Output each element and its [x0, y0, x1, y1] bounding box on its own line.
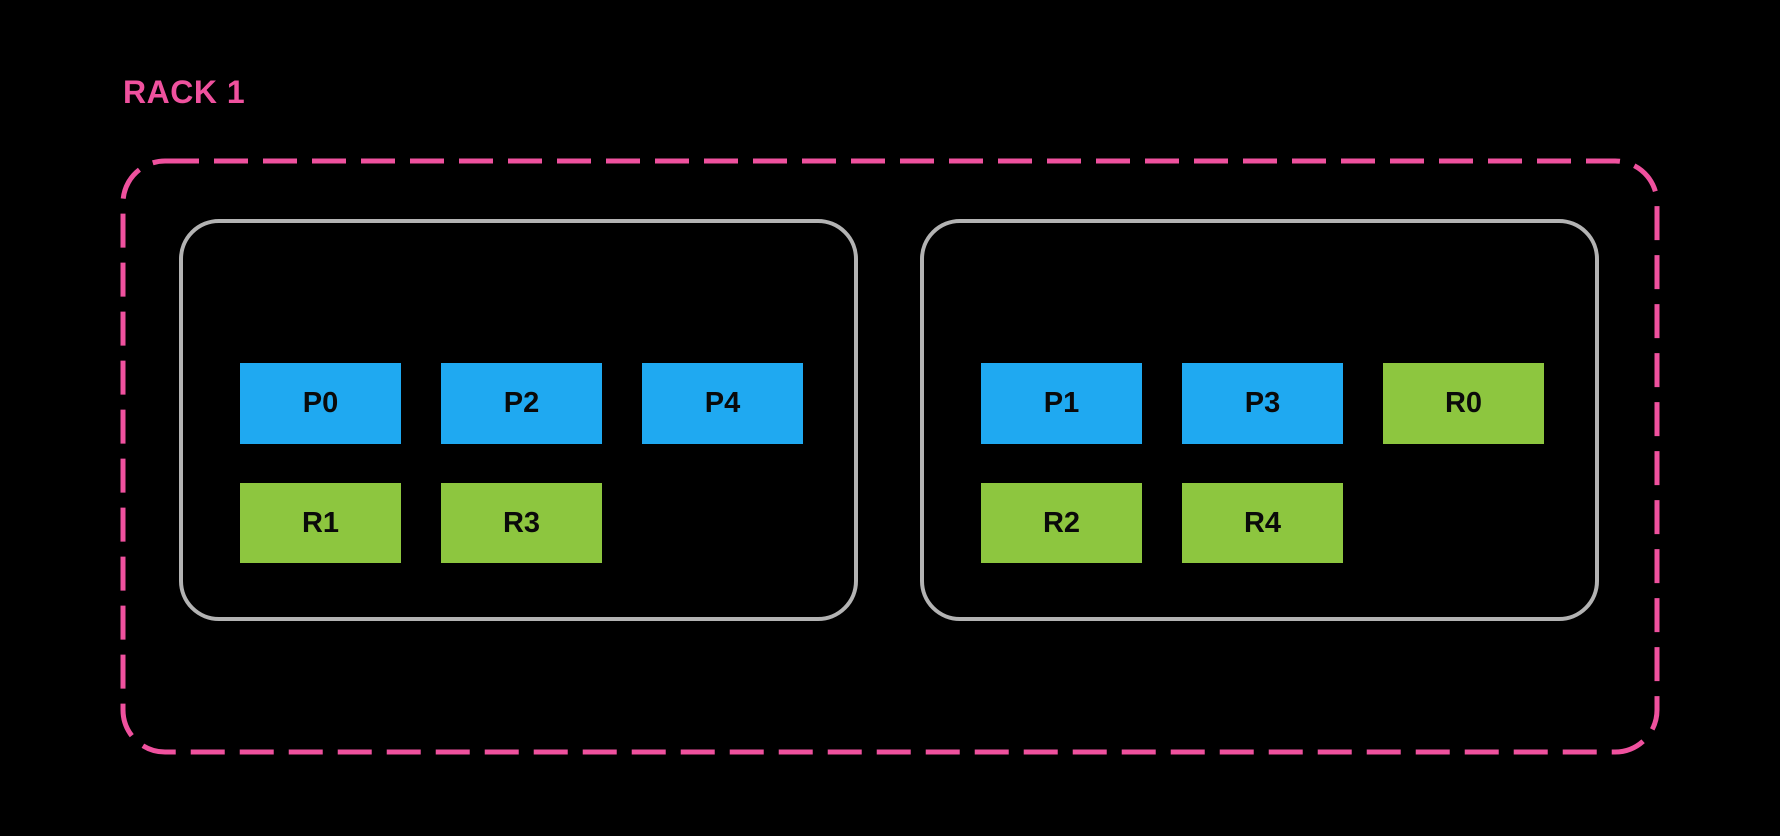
slot-P3: P3 [1182, 363, 1343, 444]
slot-R3: R3 [441, 483, 602, 563]
slot-P2: P2 [441, 363, 602, 444]
slot-P1: P1 [981, 363, 1142, 444]
slot-R1: R1 [240, 483, 401, 563]
slot-P0: P0 [240, 363, 401, 444]
slot-R4: R4 [1182, 483, 1343, 563]
slot-R2: R2 [981, 483, 1142, 563]
slot-R0: R0 [1383, 363, 1544, 444]
rack-title: RACK 1 [123, 74, 246, 110]
slot-P4: P4 [642, 363, 803, 444]
